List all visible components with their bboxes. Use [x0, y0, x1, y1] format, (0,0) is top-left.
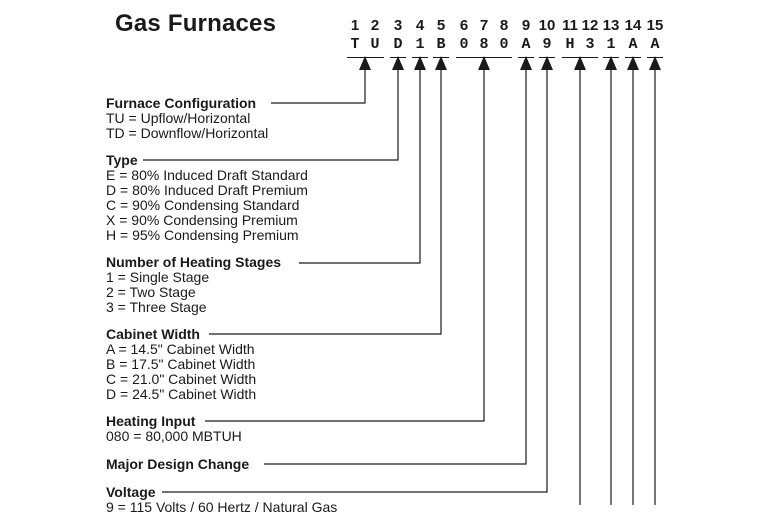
arrow-up-icon: [392, 56, 404, 70]
option-text: 9 = 115 Volts / 60 Hertz / Natural Gas: [106, 499, 338, 515]
code-char: 1: [415, 36, 425, 53]
arrow-up-icon: [541, 56, 553, 70]
option-text: 080 = 80,000 MBTUH: [106, 428, 242, 444]
position-number: 14: [624, 17, 642, 34]
position-number: 3: [393, 17, 403, 34]
option-text: D = 24.5" Cabinet Width: [106, 386, 257, 402]
position-number: 12: [581, 17, 599, 34]
code-char: A: [521, 36, 531, 53]
option-text: TU = Upflow/Horizontal: [106, 110, 251, 126]
code-char: H: [565, 36, 575, 53]
option-text: TD = Downflow/Horizontal: [106, 125, 269, 141]
option-text: 3 = Three Stage: [106, 299, 207, 315]
section-heading: Major Design Change: [106, 456, 250, 472]
code-char: 0: [499, 36, 509, 53]
section-heading: Type: [106, 152, 138, 168]
section-heading: Voltage: [106, 484, 156, 500]
arrow-up-icon: [649, 56, 661, 70]
section-type: Type E = 80% Induced Draft Standard D = …: [106, 153, 308, 243]
position-number: 15: [646, 17, 664, 34]
position-number: 6: [459, 17, 469, 34]
arrow-up-icon: [414, 56, 426, 70]
code-char: D: [393, 36, 403, 53]
code-char: U: [370, 36, 380, 53]
section-heading: Heating Input: [106, 413, 196, 429]
position-number: 4: [415, 17, 425, 34]
section-heating-input: Heating Input 080 = 80,000 MBTUH: [106, 414, 242, 444]
position-number: 2: [370, 17, 380, 34]
section-heading: Cabinet Width: [106, 326, 200, 342]
option-text: 2 = Two Stage: [106, 284, 196, 300]
option-text: H = 95% Condensing Premium: [106, 227, 299, 243]
code-char: A: [628, 36, 638, 53]
position-number: 8: [499, 17, 509, 34]
option-text: B = 17.5" Cabinet Width: [106, 356, 256, 372]
position-number: 7: [479, 17, 489, 34]
option-text: 1 = Single Stage: [106, 269, 210, 285]
code-char: 0: [459, 36, 469, 53]
position-number: 10: [538, 17, 556, 34]
arrow-up-icon: [605, 56, 617, 70]
arrow-up-icon: [627, 56, 639, 70]
position-number: 9: [521, 17, 531, 34]
section-furnace-configuration: Furnace Configuration TU = Upflow/Horizo…: [106, 96, 268, 141]
option-text: C = 90% Condensing Standard: [106, 197, 300, 213]
position-number: 13: [602, 17, 620, 34]
position-number: 5: [436, 17, 446, 34]
section-heading: Number of Heating Stages: [106, 254, 282, 270]
code-char: T: [350, 36, 360, 53]
section-heading: Furnace Configuration: [106, 95, 257, 111]
option-text: X = 90% Condensing Premium: [106, 212, 298, 228]
code-char: 9: [542, 36, 552, 53]
position-number: 11: [562, 17, 578, 34]
page-title: Gas Furnaces: [115, 10, 277, 37]
code-char: 3: [585, 36, 595, 53]
arrow-up-icon: [478, 56, 490, 70]
section-major-design-change: Major Design Change: [106, 457, 249, 472]
code-char: B: [436, 36, 446, 53]
section-heating-stages: Number of Heating Stages 1 = Single Stag…: [106, 255, 281, 315]
arrow-up-icon: [574, 56, 586, 70]
arrow-up-icon: [359, 56, 371, 70]
code-char: A: [650, 36, 660, 53]
section-cabinet-width: Cabinet Width A = 14.5" Cabinet Width B …: [106, 327, 256, 402]
option-text: E = 80% Induced Draft Standard: [106, 167, 308, 183]
option-text: D = 80% Induced Draft Premium: [106, 182, 308, 198]
code-char: 1: [606, 36, 616, 53]
section-voltage: Voltage 9 = 115 Volts / 60 Hertz / Natur…: [106, 485, 337, 515]
position-number: 1: [350, 17, 360, 34]
arrow-up-icon: [520, 56, 532, 70]
option-text: A = 14.5" Cabinet Width: [106, 341, 255, 357]
option-text: C = 21.0" Cabinet Width: [106, 371, 257, 387]
code-char: 8: [479, 36, 489, 53]
arrow-up-icon: [435, 56, 447, 70]
